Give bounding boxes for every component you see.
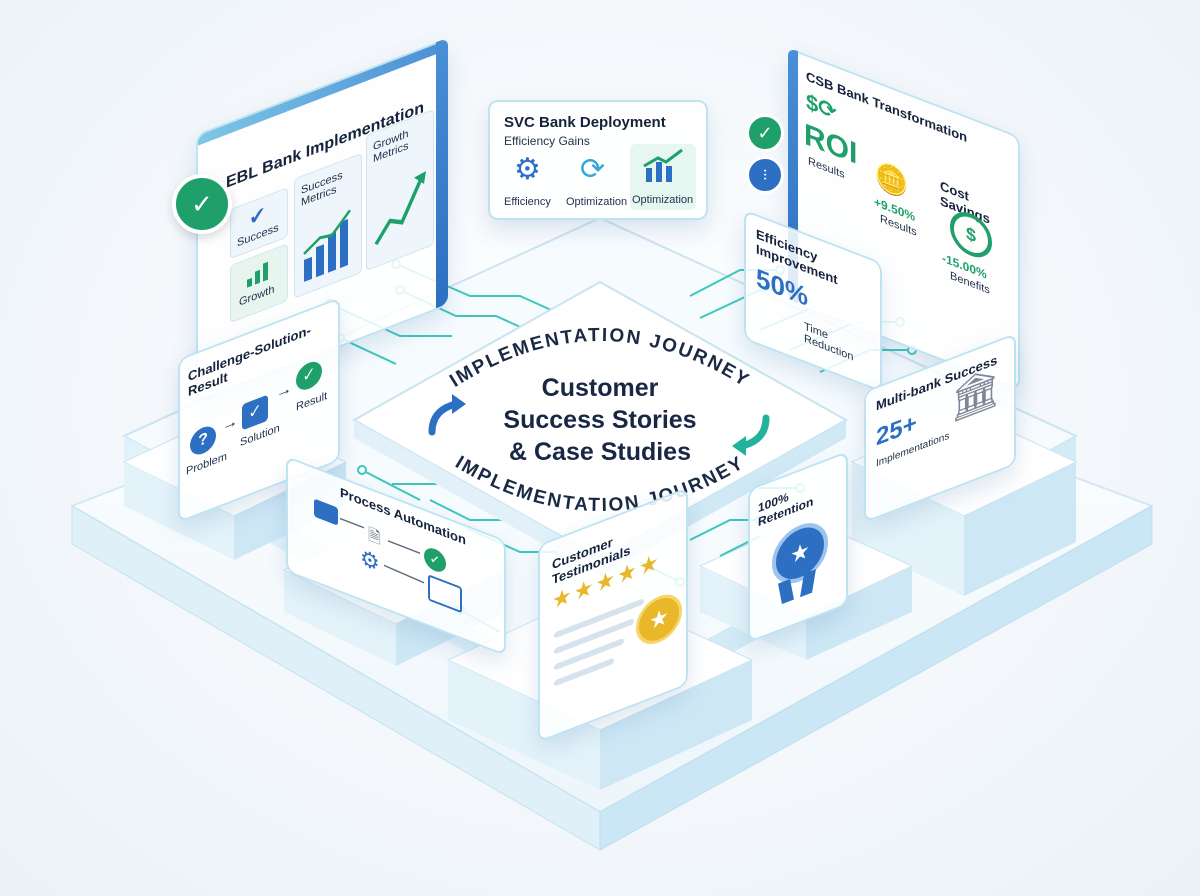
hub-title-line2: Success Stories <box>503 406 697 434</box>
ebl-bank-panel: EBL Bank Implementation ✔ Success Growth… <box>196 37 448 403</box>
svc-item-efficiency: ⚙ Efficiency <box>504 153 551 208</box>
signal-badge-icon: ⫶ <box>746 156 784 194</box>
hub-title-line3: & Case Studies <box>508 438 691 466</box>
csr-result: Result <box>296 389 328 414</box>
gold-medal-icon: ★ <box>636 587 682 652</box>
svc-title: SVC Bank Deployment <box>504 114 666 131</box>
arrow-right-icon: → <box>276 379 292 403</box>
gear-icon: ⚙ <box>514 153 541 186</box>
hub-title-line1: Customer <box>541 374 659 402</box>
svc-item-optimization: ⟳ Optimization <box>566 153 628 208</box>
check-circle-icon: ✓ <box>172 174 232 234</box>
tile-growth: Growth <box>230 243 288 324</box>
award-ribbon-icon: ★ <box>772 514 828 592</box>
growth-chart-icon <box>643 148 683 182</box>
refresh-arrow-left-icon <box>428 394 466 436</box>
metrics-chart-icon <box>303 209 352 282</box>
process-connectors <box>340 517 425 584</box>
hub-title-block: Customer Success Stories & Case Studies <box>356 296 844 536</box>
refresh-arrow-right-icon <box>732 414 770 456</box>
tile-growth-metrics: Growth Metrics <box>366 109 434 272</box>
result-check-icon: ✓ <box>296 357 322 394</box>
efficiency-label: Time Reduction <box>804 320 854 364</box>
svc-subtitle: Efficiency Gains <box>504 134 590 148</box>
text-line <box>554 637 624 671</box>
check-badge-icon: ✓ <box>746 114 784 152</box>
csr-problem: Problem <box>186 450 227 479</box>
tile-success-metrics: Success Metrics <box>294 152 362 299</box>
process-automation-panel: Process Automation 🗎 ✓ ⚙ <box>286 455 506 657</box>
question-icon: ? <box>190 422 216 459</box>
arrow-right-icon: → <box>222 412 238 436</box>
panel-side-bar <box>436 37 448 309</box>
checkbox-icon: ✓ <box>242 394 268 431</box>
growth-line-icon <box>374 171 426 245</box>
svc-bank-panel: SVC Bank Deployment Efficiency Gains ⚙ E… <box>488 100 708 220</box>
cycle-icon: ⟳ <box>580 153 606 186</box>
bar-chart-icon <box>247 261 268 288</box>
svc-item-optimization-chart: Optimization <box>630 144 696 210</box>
